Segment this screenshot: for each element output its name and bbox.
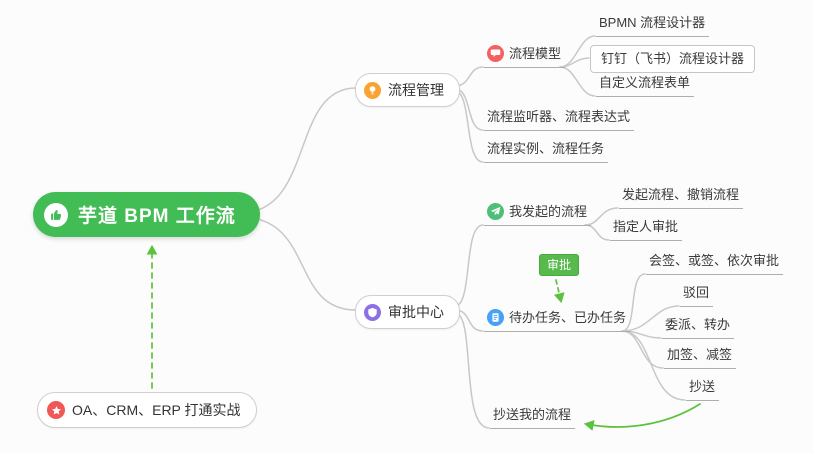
node-countersign[interactable]: 会签、或签、依次审批 — [646, 253, 784, 275]
node-label: 审批中心 — [388, 304, 444, 320]
node-custom-form[interactable]: 自定义流程表单 — [596, 75, 695, 97]
node-my-initiated[interactable]: 我发起的流程 — [484, 203, 592, 226]
chat-icon — [487, 45, 504, 62]
node-label: OA、CRM、ERP 打通实战 — [72, 402, 241, 418]
node-initiate-cancel[interactable]: 发起流程、撤销流程 — [619, 187, 744, 209]
node-todo-done-tasks[interactable]: 待办任务、已办任务 — [484, 309, 631, 332]
node-reject[interactable]: 驳回 — [680, 285, 714, 307]
thumbs-up-icon — [44, 202, 68, 227]
shield-icon — [364, 303, 381, 321]
node-add-remove-sign[interactable]: 加签、减签 — [664, 347, 737, 369]
node-bpmn-designer[interactable]: BPMN 流程设计器 — [596, 15, 710, 37]
node-listener-expression[interactable]: 流程监听器、流程表达式 — [484, 109, 635, 131]
node-delegate-transfer[interactable]: 委派、转办 — [662, 317, 735, 339]
node-process-model[interactable]: 流程模型 — [484, 45, 566, 68]
node-label: 流程管理 — [388, 82, 444, 98]
root-node[interactable]: 芋道 BPM 工作流 — [33, 192, 260, 237]
paper-plane-icon — [487, 203, 504, 220]
node-dingtalk-designer[interactable]: 钉钉（飞书）流程设计器 — [590, 45, 756, 73]
node-label: 我发起的流程 — [509, 203, 588, 219]
node-cc[interactable]: 抄送 — [686, 379, 720, 401]
node-approval-center[interactable]: 审批中心 — [355, 295, 460, 329]
star-icon — [47, 401, 65, 419]
node-assignee-approval[interactable]: 指定人审批 — [610, 219, 683, 241]
root-label: 芋道 BPM 工作流 — [78, 206, 236, 227]
bulb-icon — [364, 81, 381, 99]
node-label: 待办任务、已办任务 — [509, 309, 627, 325]
node-label: 流程模型 — [509, 45, 562, 61]
node-process-management[interactable]: 流程管理 — [355, 73, 460, 107]
node-instance-task[interactable]: 流程实例、流程任务 — [484, 141, 609, 163]
approval-relation-badge[interactable]: 审批 — [539, 254, 580, 276]
node-cc-my-process[interactable]: 抄送我的流程 — [490, 407, 576, 429]
node-integration-note[interactable]: OA、CRM、ERP 打通实战 — [37, 392, 257, 428]
list-icon — [487, 309, 504, 326]
